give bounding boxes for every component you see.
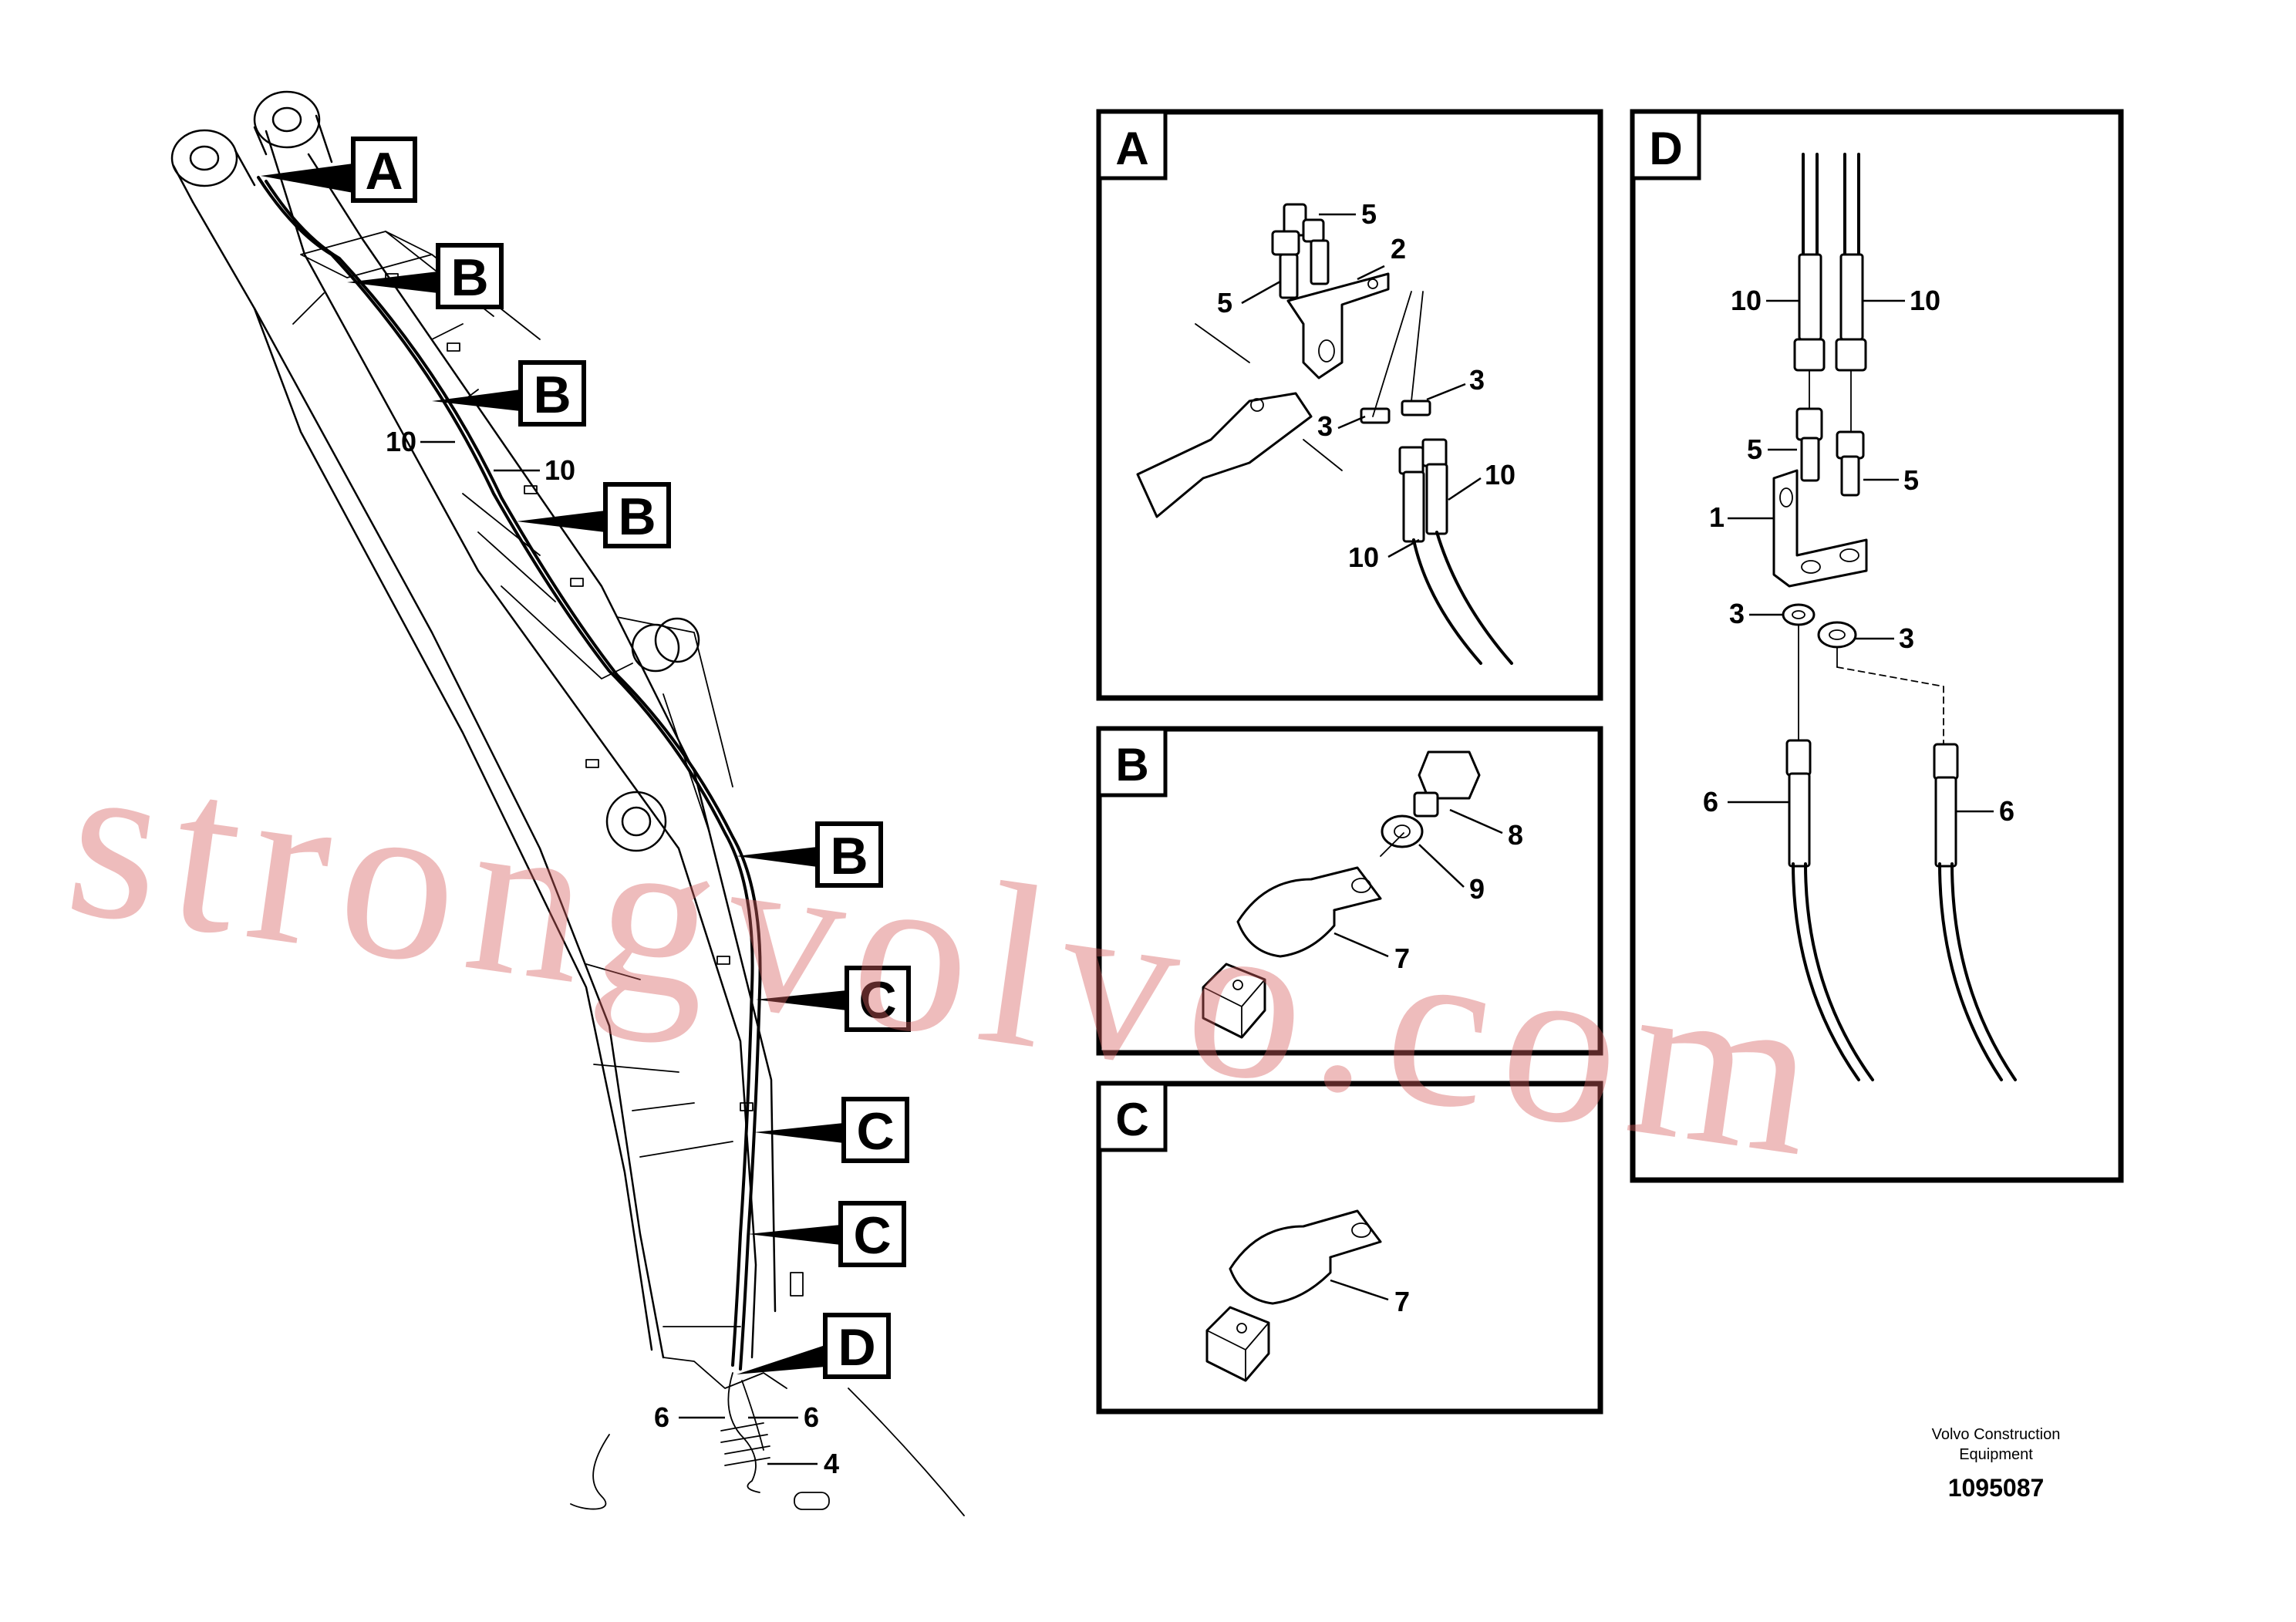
panel-a-label-5b: 5	[1217, 287, 1232, 319]
callout-c-1: C	[756, 966, 911, 1032]
detail-panel-a: A 5 5 2 3 3 10 10	[1096, 109, 1603, 701]
callout-b-4: B	[737, 821, 883, 888]
callout-d: D	[737, 1313, 891, 1379]
panel-b-label-9: 9	[1469, 873, 1485, 905]
panel-c-label-7: 7	[1394, 1286, 1410, 1317]
panel-c-tag: C	[1115, 1094, 1148, 1145]
callout-b-1-label: B	[450, 248, 488, 307]
callout-b-2: B	[432, 360, 586, 427]
boom-label-4: 4	[824, 1448, 839, 1479]
callout-b-2-label: B	[533, 366, 571, 424]
panel-b-label-7: 7	[1394, 943, 1410, 974]
drawing-number: 1095087	[1948, 1474, 2045, 1502]
panel-d-tag: D	[1649, 123, 1682, 174]
callout-b-3: B	[517, 482, 671, 548]
callout-d-label: D	[838, 1318, 875, 1377]
callout-b-1: B	[347, 243, 504, 309]
callout-a: A	[261, 137, 417, 203]
panel-b-label-8: 8	[1508, 819, 1523, 851]
callout-b-4-label: B	[830, 827, 868, 885]
detail-panel-d: D 10 10 5	[1630, 109, 2124, 1183]
panel-d-label-5a: 5	[1747, 433, 1762, 465]
panel-a-label-2: 2	[1391, 233, 1406, 265]
callout-c-3: C	[748, 1201, 906, 1267]
panel-a-label-10b: 10	[1348, 541, 1379, 573]
boom-label-10a: 10	[386, 426, 416, 457]
boom-label-6a: 6	[654, 1401, 669, 1433]
panel-d-label-1: 1	[1709, 501, 1725, 533]
panel-a-tag: A	[1115, 123, 1148, 174]
boom-label-10b: 10	[544, 454, 575, 486]
panel-a-label-3a: 3	[1469, 364, 1485, 396]
panel-d-label-3a: 3	[1729, 598, 1745, 629]
detail-panel-c: C 7	[1096, 1081, 1603, 1415]
boom-label-6b: 6	[804, 1401, 819, 1433]
panel-a-label-3b: 3	[1317, 410, 1333, 442]
callout-c-2-label: C	[856, 1102, 894, 1161]
callout-b-3-label: B	[618, 487, 656, 546]
panel-d-label-10a: 10	[1731, 285, 1762, 316]
panel-d-label-10b: 10	[1910, 285, 1940, 316]
watermark-text: strongvolvo.com	[55, 706, 1843, 1207]
panel-a-label-5a: 5	[1361, 198, 1377, 230]
callout-a-label: A	[365, 142, 403, 201]
company-name-line1: Volvo Construction	[1932, 1426, 2061, 1443]
company-name-line2: Equipment	[1959, 1446, 2033, 1463]
panel-d-label-5b: 5	[1903, 464, 1919, 496]
callout-c-2: C	[754, 1097, 909, 1163]
footer: Volvo Construction Equipment 1095087	[1932, 1426, 2061, 1502]
panel-d-label-6b: 6	[1999, 795, 2014, 827]
callout-c-3-label: C	[853, 1206, 891, 1265]
boom-item-numbers: 10 10 6 6 4	[386, 426, 839, 1479]
panel-a-label-10a: 10	[1485, 459, 1515, 491]
panel-b-tag: B	[1115, 739, 1148, 791]
callout-c-1-label: C	[858, 971, 896, 1030]
detail-panel-b: B 8 9 7	[1096, 726, 1603, 1056]
panel-d-label-3b: 3	[1899, 622, 1914, 654]
panel-d-label-6a: 6	[1703, 786, 1718, 818]
